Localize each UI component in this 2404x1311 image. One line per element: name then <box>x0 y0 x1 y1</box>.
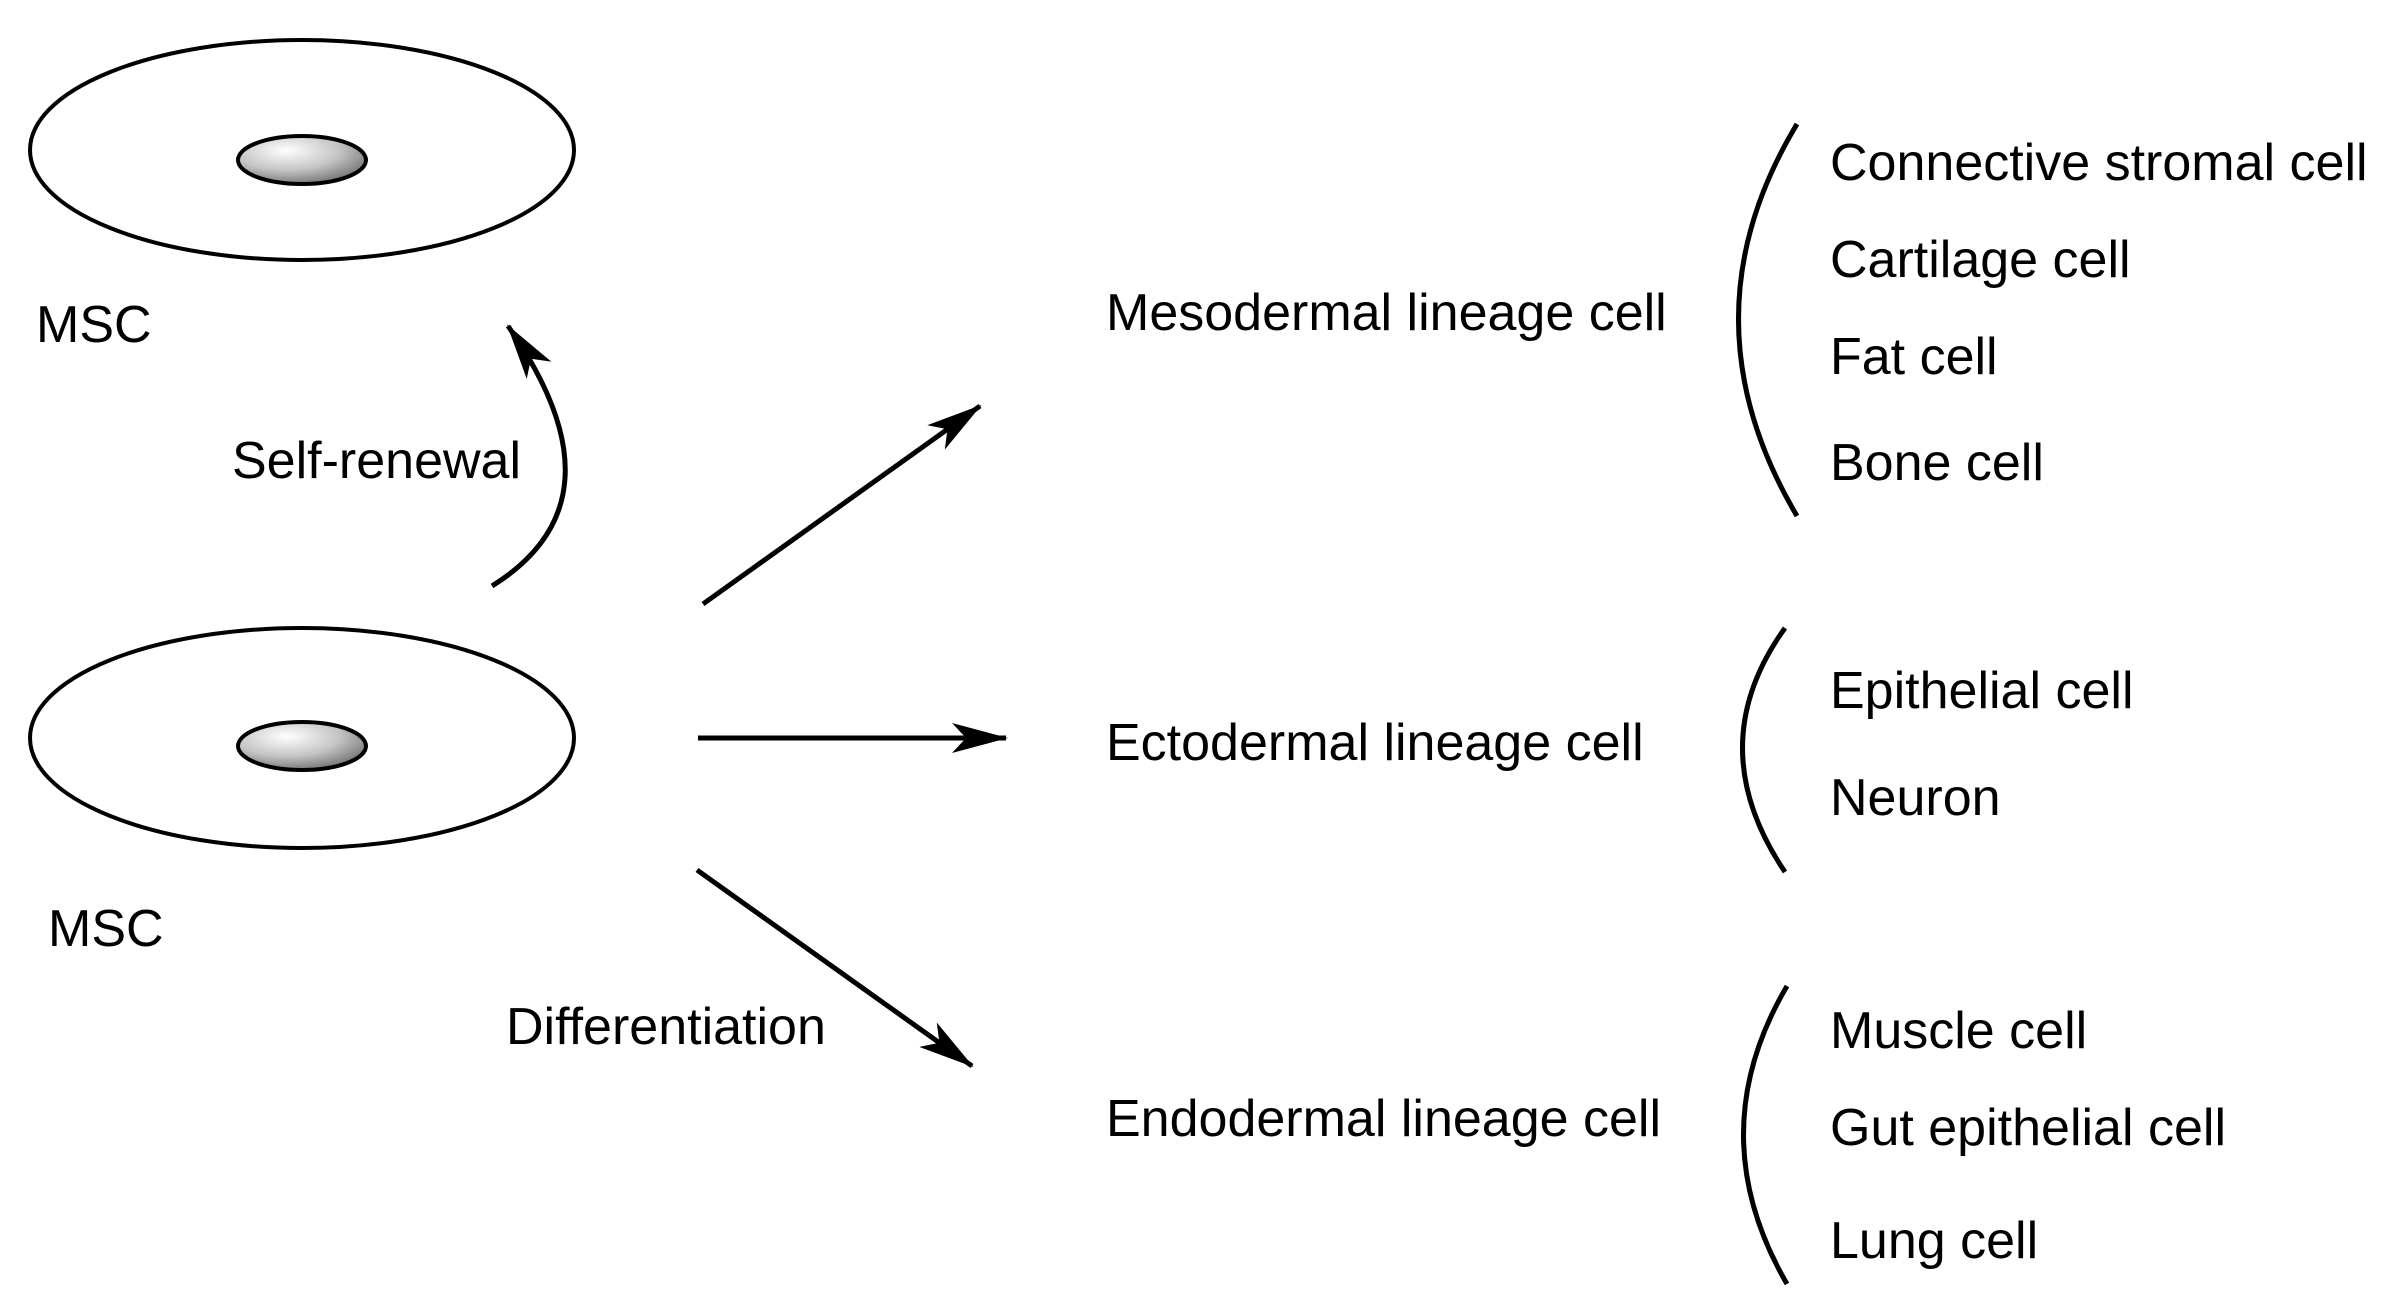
cell-type-bone: Bone cell <box>1830 434 2044 492</box>
cell-type-fat: Fat cell <box>1830 328 1998 386</box>
cell-type-epithelial: Epithelial cell <box>1830 662 2134 720</box>
lineage-label-mesodermal: Mesodermal lineage cell <box>1106 284 1667 342</box>
lineage-label-ectodermal: Ectodermal lineage cell <box>1106 714 1644 772</box>
msc-label-bottom: MSC <box>48 900 164 958</box>
cell-type-connective-stromal: Connective stromal cell <box>1830 134 2368 192</box>
cell-type-gut-epithelial: Gut epithelial cell <box>1830 1099 2226 1157</box>
lineage-label-endodermal: Endodermal lineage cell <box>1106 1090 1661 1148</box>
nucleus-icon <box>236 720 368 772</box>
nucleus-icon <box>236 134 368 186</box>
msc-cell-top <box>28 38 576 262</box>
msc-cell-bottom <box>28 626 576 850</box>
self-renewal-label: Self-renewal <box>232 432 521 490</box>
differentiation-label: Differentiation <box>506 998 826 1056</box>
msc-label-top: MSC <box>36 296 152 354</box>
cell-type-cartilage: Cartilage cell <box>1830 231 2131 289</box>
cell-type-lung: Lung cell <box>1830 1212 2038 1270</box>
cell-type-muscle: Muscle cell <box>1830 1002 2087 1060</box>
cell-type-neuron: Neuron <box>1830 769 2001 827</box>
arrow-to-endodermal <box>695 867 974 1069</box>
self-renewal-arrow <box>490 324 568 589</box>
bracket-mesodermal <box>1736 122 1800 518</box>
arrow-to-mesodermal <box>701 403 982 607</box>
bracket-ectodermal <box>1740 626 1788 874</box>
bracket-endodermal <box>1741 984 1790 1286</box>
